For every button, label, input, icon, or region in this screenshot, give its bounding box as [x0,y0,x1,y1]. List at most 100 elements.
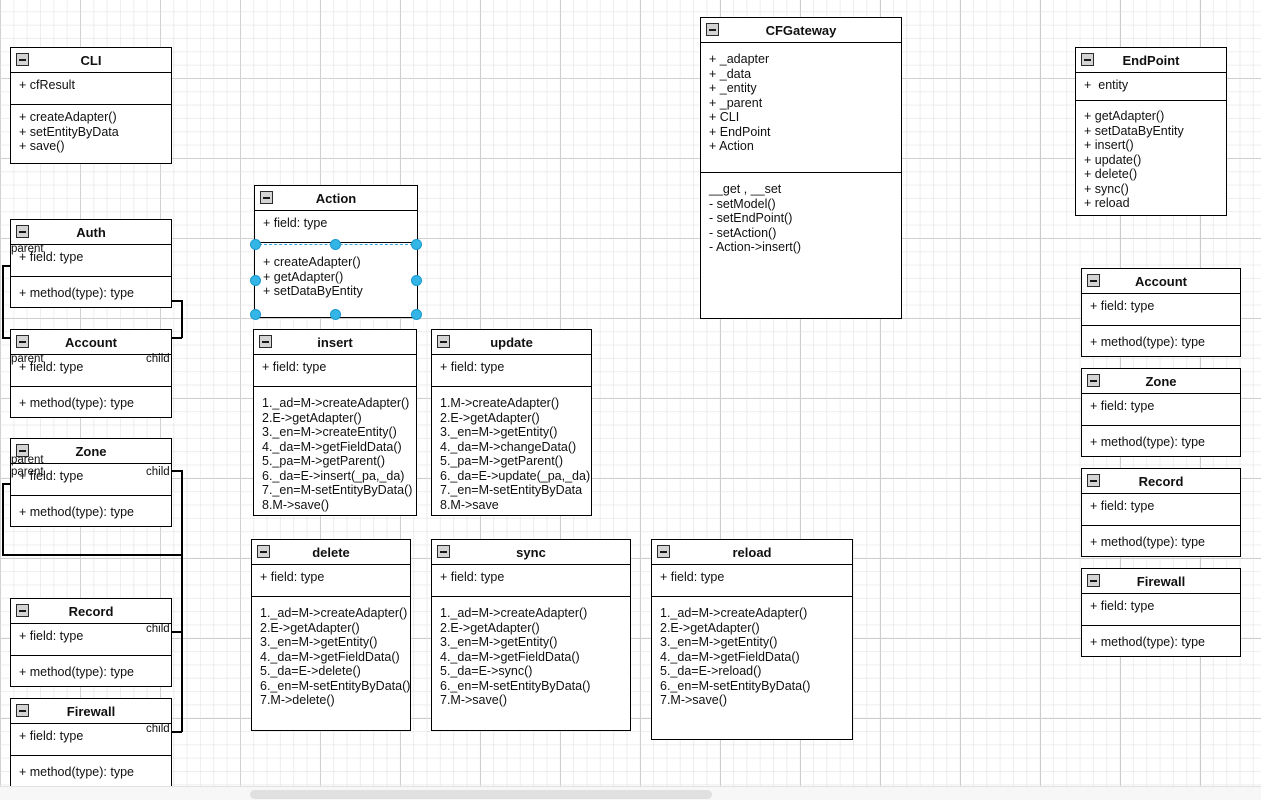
class-attributes-reload: + field: type [652,565,852,597]
class-title-bar-record-left: Record [11,599,171,624]
resize-handle-top-right[interactable] [411,239,422,250]
class-box-auth[interactable]: Auth + field: type + method(type): type [10,219,172,308]
connector-auth-account-vertical[interactable] [2,265,4,338]
class-name-update: update [490,335,533,350]
class-box-firewall-right[interactable]: Firewall + field: type + method(type): t… [1081,568,1241,657]
connector-record-child-vertical[interactable] [181,554,183,632]
class-box-reload[interactable]: reload + field: type 1._ad=M->createAdap… [651,539,853,740]
class-box-record-left[interactable]: Record + field: type + method(type): typ… [10,598,172,687]
connector-account-zone-vertical[interactable] [2,483,4,555]
class-method: + getAdapter() [263,269,344,284]
minus-box-icon[interactable] [1087,574,1100,587]
edge-label-zone-child: child [146,466,170,478]
class-box-cli[interactable]: CLI + cfResult + createAdapter() + setEn… [10,47,172,164]
edge-label-record-child: child [146,623,170,635]
resize-handle-top-center[interactable] [330,239,341,250]
class-methods-cfgateway: __get , __set - setModel() - setEndPoint… [701,173,901,260]
class-attributes-sync: + field: type [432,565,630,597]
class-method: 2.E->getAdapter() [440,410,540,425]
connector-firewall-child-vertical[interactable] [181,631,183,732]
connector-account-zone-horizontal[interactable] [2,554,182,556]
class-method: + method(type): type [1090,335,1205,349]
horizontal-scrollbar-track[interactable] [0,786,1261,800]
class-name-firewall-right: Firewall [1136,574,1186,589]
class-methods-sync: 1._ad=M->createAdapter() 2.E->getAdapter… [432,597,630,713]
minus-box-icon[interactable] [16,225,29,238]
class-attributes-record-right: + field: type [1082,494,1240,526]
minus-box-icon[interactable] [1087,374,1100,387]
class-method: + method(type): type [19,765,134,779]
class-attribute: + field: type [1090,399,1155,413]
class-title-bar-action: Action [255,186,417,211]
class-title-bar-zone-right: Zone [1082,369,1240,394]
resize-handle-bottom-right[interactable] [411,309,422,320]
class-attributes-endpoint: + entity [1076,73,1226,101]
class-box-insert[interactable]: insert + field: type 1._ad=M->createAdap… [253,329,417,516]
minus-box-icon[interactable] [16,604,29,617]
class-methods-record-right: + method(type): type [1082,526,1240,555]
resize-handle-bottom-center[interactable] [330,309,341,320]
minus-box-icon[interactable] [1081,53,1094,66]
class-box-action-methods[interactable]: + createAdapter() + getAdapter() + setDa… [254,246,418,318]
connector-auth-parent-stub[interactable] [2,265,14,267]
class-attribute: + CLI [709,110,740,124]
resize-handle-bottom-left[interactable] [250,309,261,320]
class-box-record-right[interactable]: Record + field: type + method(type): typ… [1081,468,1241,557]
minus-box-icon[interactable] [16,53,29,66]
minus-box-icon[interactable] [259,335,272,348]
minus-box-icon[interactable] [260,191,273,204]
connector-account-parent-stub[interactable] [2,483,14,485]
class-name-account-left: Account [65,335,117,350]
class-method: 7.M->delete() [260,693,335,707]
minus-box-icon[interactable] [16,335,29,348]
class-attribute: + field: type [19,469,84,483]
class-method: 7.M->save() [660,693,728,707]
class-method: 2.E->getAdapter() [440,620,540,635]
class-method: - setModel() [709,196,776,211]
minus-box-icon[interactable] [657,545,670,558]
class-attribute: + field: type [19,250,84,264]
minus-box-icon[interactable] [437,335,450,348]
class-method: 3._en=M->getEntity() [260,635,378,649]
class-attribute: + cfResult [19,78,75,92]
minus-box-icon[interactable] [706,23,719,36]
class-attribute: + field: type [260,570,325,584]
class-title-bar-sync: sync [432,540,630,565]
class-box-account-left[interactable]: Account + field: type + method(type): ty… [10,329,172,418]
class-box-update[interactable]: update + field: type 1.M->createAdapter(… [431,329,592,516]
minus-box-icon[interactable] [1087,274,1100,287]
class-box-firewall-left[interactable]: Firewall + field: type + method(type): t… [10,698,172,787]
class-box-sync[interactable]: sync + field: type 1._ad=M->createAdapte… [431,539,631,731]
resize-handle-middle-right[interactable] [411,275,422,286]
class-box-zone-left[interactable]: Zone + field: type + method(type): type [10,438,172,527]
minus-box-icon[interactable] [437,545,450,558]
class-method: - setAction() [709,225,777,240]
class-box-cfgateway[interactable]: CFGateway + _adapter + _data + _entity +… [700,17,902,319]
class-method: 5._da=E->delete() [260,664,361,678]
class-attributes-auth: + field: type [11,245,171,277]
horizontal-scrollbar-thumb[interactable] [250,790,712,799]
class-method: 4._da=M->getFieldData() [260,649,400,664]
class-box-endpoint[interactable]: EndPoint + entity + getAdapter() + setDa… [1075,47,1227,216]
class-title-bar-record-right: Record [1082,469,1240,494]
connector-zone-child-vertical[interactable] [181,470,183,555]
class-attributes-record-left: + field: type [11,624,171,656]
class-box-zone-right[interactable]: Zone + field: type + method(type): type [1081,368,1241,457]
class-method: 6._da=E->insert(_pa,_da) [262,468,405,483]
class-name-cfgateway: CFGateway [765,23,837,38]
minus-box-icon[interactable] [257,545,270,558]
class-methods-auth: + method(type): type [11,277,171,306]
resize-handle-middle-left[interactable] [250,275,261,286]
class-method: + createAdapter() [19,110,117,124]
connector-account-child-vertical[interactable] [181,300,183,338]
class-box-account-right[interactable]: Account + field: type + method(type): ty… [1081,268,1241,357]
class-title-bar-cfgateway: CFGateway [701,18,901,43]
class-name-reload: reload [732,545,772,560]
minus-box-icon[interactable] [16,444,29,457]
minus-box-icon[interactable] [16,704,29,717]
class-method: + insert() [1084,138,1134,152]
class-box-delete[interactable]: delete + field: type 1._ad=M->createAdap… [251,539,411,731]
minus-box-icon[interactable] [1087,474,1100,487]
resize-handle-top-left[interactable] [250,239,261,250]
